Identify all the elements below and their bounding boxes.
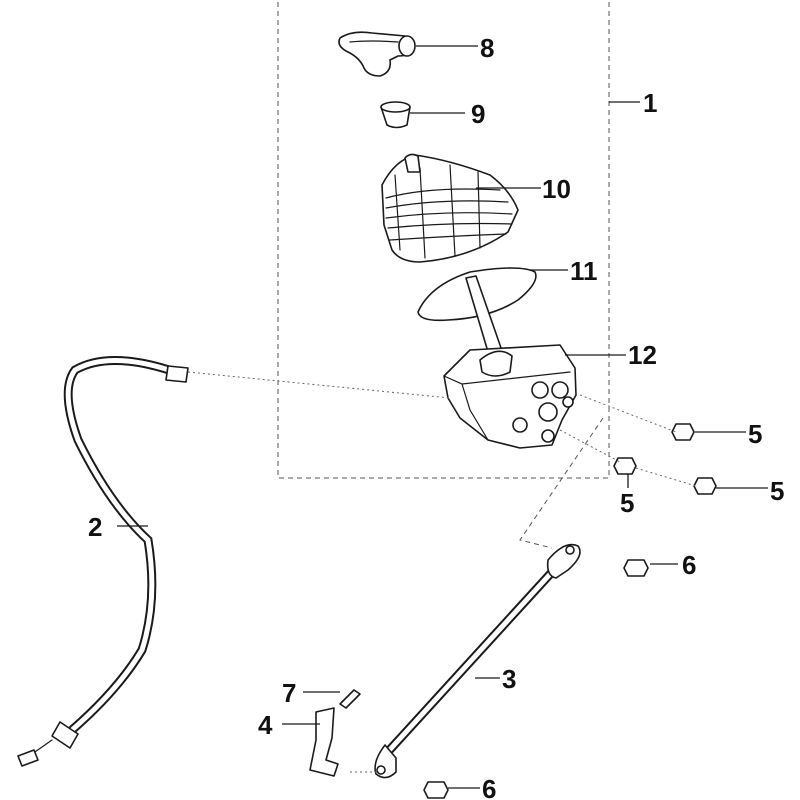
callout-7: 7 bbox=[282, 678, 296, 708]
assembly-group-boundary bbox=[277, 2, 610, 479]
callout-5-lower: 5 bbox=[770, 476, 784, 506]
callout-6-upper: 6 bbox=[682, 550, 696, 580]
part-gear-boot[interactable] bbox=[381, 153, 519, 263]
callout-10: 10 bbox=[542, 174, 571, 204]
part-bolt-upper[interactable] bbox=[671, 423, 695, 441]
callout-5-middle: 5 bbox=[620, 488, 634, 518]
part-shift-knob[interactable] bbox=[338, 31, 416, 77]
part-bolt-lower[interactable] bbox=[693, 477, 717, 495]
callout-2: 2 bbox=[88, 512, 102, 542]
part-bolt-middle[interactable] bbox=[613, 457, 637, 475]
callout-3: 3 bbox=[502, 664, 516, 694]
part-bracket[interactable] bbox=[309, 707, 339, 777]
callout-5-upper: 5 bbox=[748, 419, 762, 449]
callout-8: 8 bbox=[480, 33, 494, 63]
part-nut-upper[interactable] bbox=[623, 559, 649, 577]
part-pin[interactable] bbox=[339, 689, 361, 709]
part-shift-cable[interactable] bbox=[17, 355, 189, 767]
callout-11: 11 bbox=[570, 256, 598, 286]
cable-routing-line bbox=[187, 371, 451, 399]
callout-labels: 8 9 10 11 12 1 2 3 4 7 5 5 5 6 6 bbox=[88, 33, 784, 800]
leader-lines bbox=[117, 45, 768, 789]
callout-4: 4 bbox=[258, 710, 273, 740]
part-bushing[interactable] bbox=[380, 101, 411, 129]
callout-1: 1 bbox=[643, 88, 657, 118]
part-shifter-housing[interactable] bbox=[443, 275, 577, 449]
callout-9: 9 bbox=[471, 99, 485, 129]
callout-12: 12 bbox=[628, 340, 657, 370]
part-nut-lower[interactable] bbox=[423, 781, 449, 799]
part-shift-rod[interactable] bbox=[374, 543, 581, 779]
rod-connection-line bbox=[519, 417, 604, 549]
callout-6-lower: 6 bbox=[482, 774, 496, 800]
